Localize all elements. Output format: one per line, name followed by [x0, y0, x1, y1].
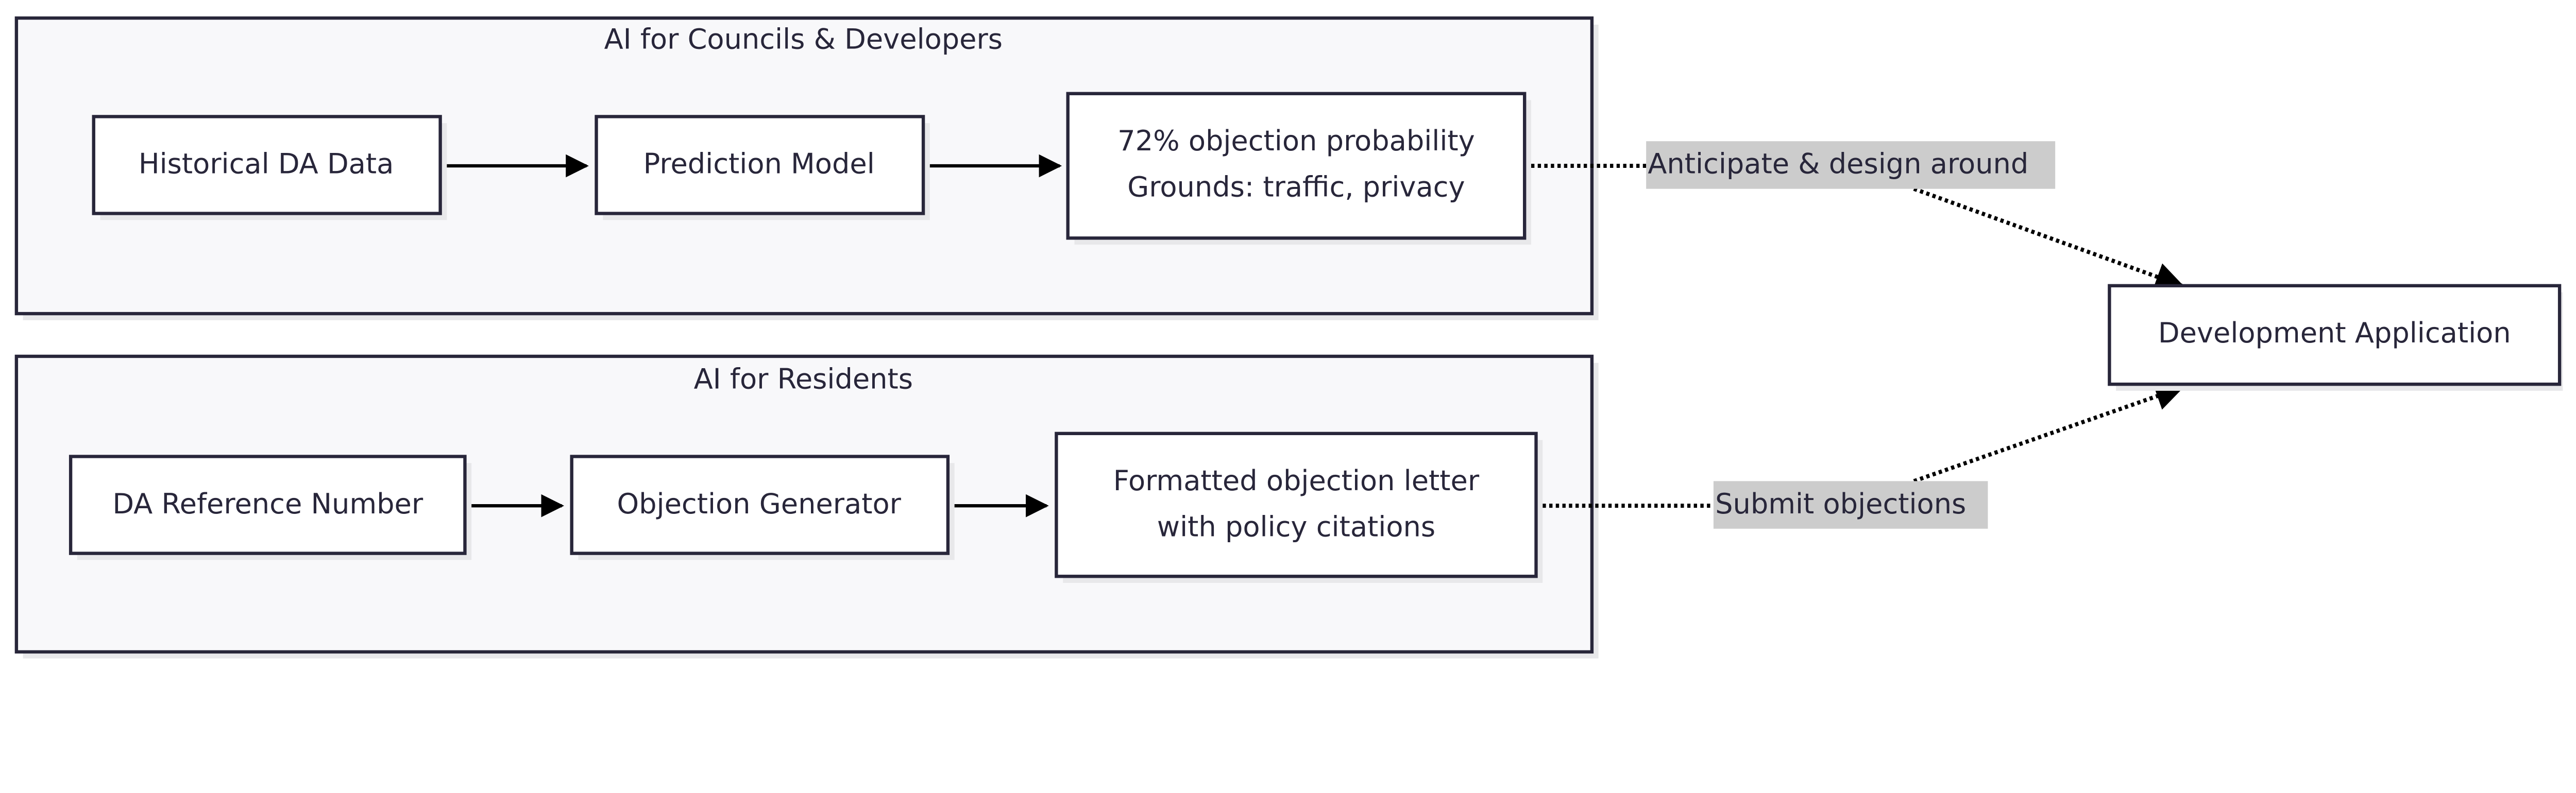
node-label-line2: with policy citations — [1157, 510, 1435, 543]
node-historical-da-data[interactable]: Historical DA Data — [92, 115, 447, 220]
node-label: Prediction Model — [643, 148, 875, 180]
node-label-line1: 72% objection probability — [1117, 125, 1475, 157]
node-prediction-model[interactable]: Prediction Model — [595, 115, 930, 220]
node-objection-probability[interactable]: 72% objection probability Grounds: traff… — [1066, 92, 1531, 245]
edge-anticipate-to-application — [1913, 186, 2184, 290]
edge-label-submit: Submit objections — [1713, 481, 1988, 529]
node-label: DA Reference Number — [112, 488, 423, 520]
group-title-councils: AI for Councils & Developers — [604, 23, 1003, 55]
group-title-residents: AI for Residents — [694, 363, 913, 395]
node-label-line1: Formatted objection letter — [1113, 464, 1480, 497]
node-da-reference-number[interactable]: DA Reference Number — [69, 455, 472, 560]
node-label-line2: Grounds: traffic, privacy — [1127, 170, 1465, 203]
edge-label-text: Submit objections — [1715, 488, 1966, 520]
node-objection-generator[interactable]: Objection Generator — [570, 455, 955, 560]
node-formatted-objection-letter[interactable]: Formatted objection letter with policy c… — [1055, 432, 1543, 583]
node-development-application[interactable]: Development Application — [2108, 284, 2563, 391]
edge-label-anticipate: Anticipate & design around — [1646, 141, 2056, 189]
edge-label-text: Anticipate & design around — [1648, 148, 2028, 180]
edge-submit-to-application — [1913, 382, 2184, 484]
node-label: Objection Generator — [617, 488, 901, 520]
node-label: Development Application — [2158, 317, 2511, 349]
node-label: Historical DA Data — [139, 148, 394, 180]
